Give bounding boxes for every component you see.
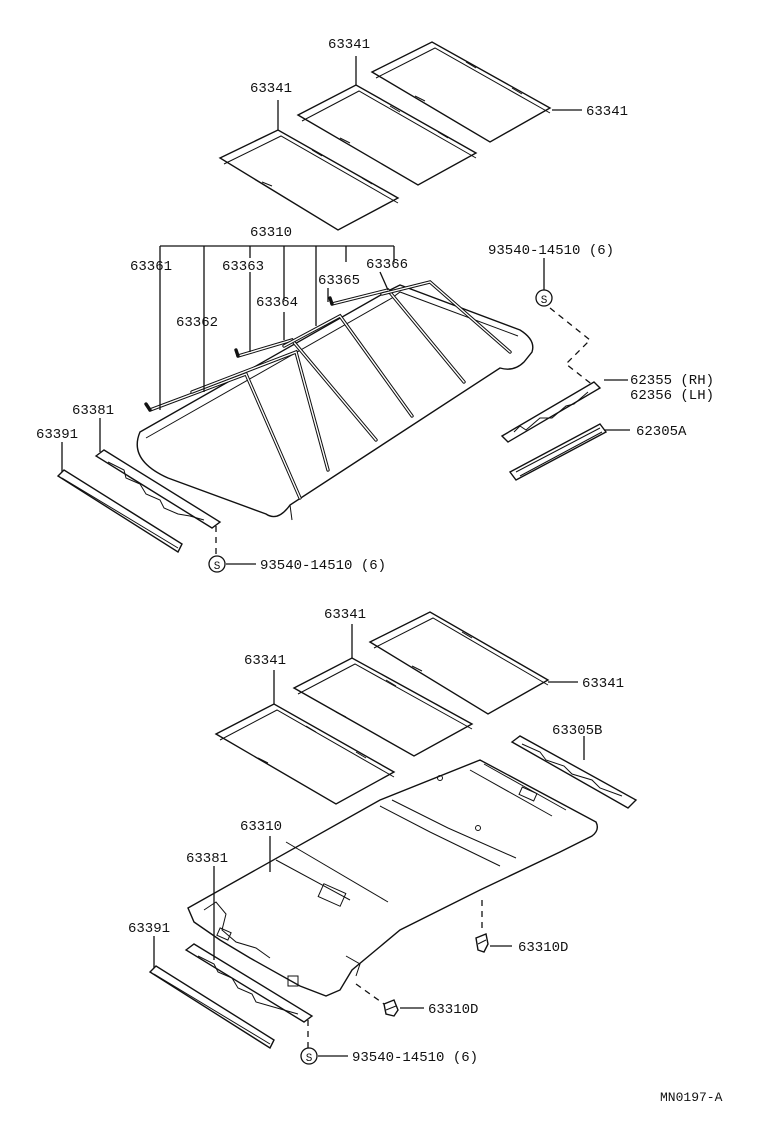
diagram-code: MN0197-A xyxy=(660,1090,723,1105)
callout-63363: 63363 xyxy=(222,259,264,275)
top-front-bracket-63381 xyxy=(94,449,222,529)
callout-63361: 63361 xyxy=(130,259,172,275)
callout-63310D: 63310D xyxy=(428,1002,478,1018)
callout-63365: 63365 xyxy=(318,273,360,289)
callout-63341: 63341 xyxy=(586,104,628,120)
bottom-headliner-board xyxy=(187,759,599,997)
callout-63341: 63341 xyxy=(328,37,370,53)
svg-text:S: S xyxy=(306,1053,313,1065)
callout-63341: 63341 xyxy=(324,607,366,623)
top-screw-symbol-left: S xyxy=(208,555,226,573)
callout-62355-rh: 62355 (RH) xyxy=(630,373,714,389)
top-fastener-path-right xyxy=(549,307,595,387)
svg-text:S: S xyxy=(541,295,548,307)
callout-63381: 63381 xyxy=(186,851,228,867)
callout-93540-14510: 93540-14510 (6) xyxy=(488,243,614,259)
top-assembly: S S 63341 63341 63341 63310 63361 63362 … xyxy=(36,37,714,574)
callout-63381: 63381 xyxy=(72,403,114,419)
top-side-rail-62355 xyxy=(500,381,602,443)
callout-63366: 63366 xyxy=(366,257,408,273)
bottom-pad-right xyxy=(368,611,550,715)
callout-93540-14510: 93540-14510 (6) xyxy=(260,558,386,574)
callout-63391: 63391 xyxy=(36,427,78,443)
svg-text:S: S xyxy=(214,561,221,573)
bottom-fastener-path-left xyxy=(355,983,385,1005)
bottom-clip-right xyxy=(475,933,489,953)
bottom-pad-left xyxy=(214,703,396,805)
callout-93540-14510: 93540-14510 (6) xyxy=(352,1050,478,1066)
top-side-rail-62305A xyxy=(508,423,608,481)
callout-63310: 63310 xyxy=(250,225,292,241)
bottom-rear-bar-63305B xyxy=(510,735,638,809)
bottom-pad-middle xyxy=(292,657,474,757)
bottom-screw-symbol: S xyxy=(300,1047,318,1065)
bottom-leader-lines xyxy=(153,624,585,1057)
bottom-assembly: S 63341 63341 63341 63305B 63310 63381 6… xyxy=(128,607,638,1066)
top-pad-right xyxy=(370,41,552,143)
top-front-strip-63391 xyxy=(56,469,183,554)
callout-63364: 63364 xyxy=(256,295,298,311)
top-pad-middle xyxy=(296,84,478,186)
callout-63310D: 63310D xyxy=(518,940,568,956)
top-screw-symbol-right: S xyxy=(535,289,553,307)
callout-63391: 63391 xyxy=(128,921,170,937)
callout-62356-lh: 62356 (LH) xyxy=(630,388,714,404)
top-leader-lines xyxy=(61,56,630,565)
callout-63305B: 63305B xyxy=(552,723,602,739)
callout-63341: 63341 xyxy=(244,653,286,669)
callout-63341: 63341 xyxy=(250,81,292,97)
top-pad-left xyxy=(218,129,400,231)
callout-62305A: 62305A xyxy=(636,424,687,440)
callout-63362: 63362 xyxy=(176,315,218,331)
bottom-clip-left xyxy=(383,999,399,1017)
bottom-front-bracket-63381 xyxy=(184,943,314,1023)
callout-63310: 63310 xyxy=(240,819,282,835)
callout-63341: 63341 xyxy=(582,676,624,692)
bottom-front-strip-63391 xyxy=(148,965,275,1050)
